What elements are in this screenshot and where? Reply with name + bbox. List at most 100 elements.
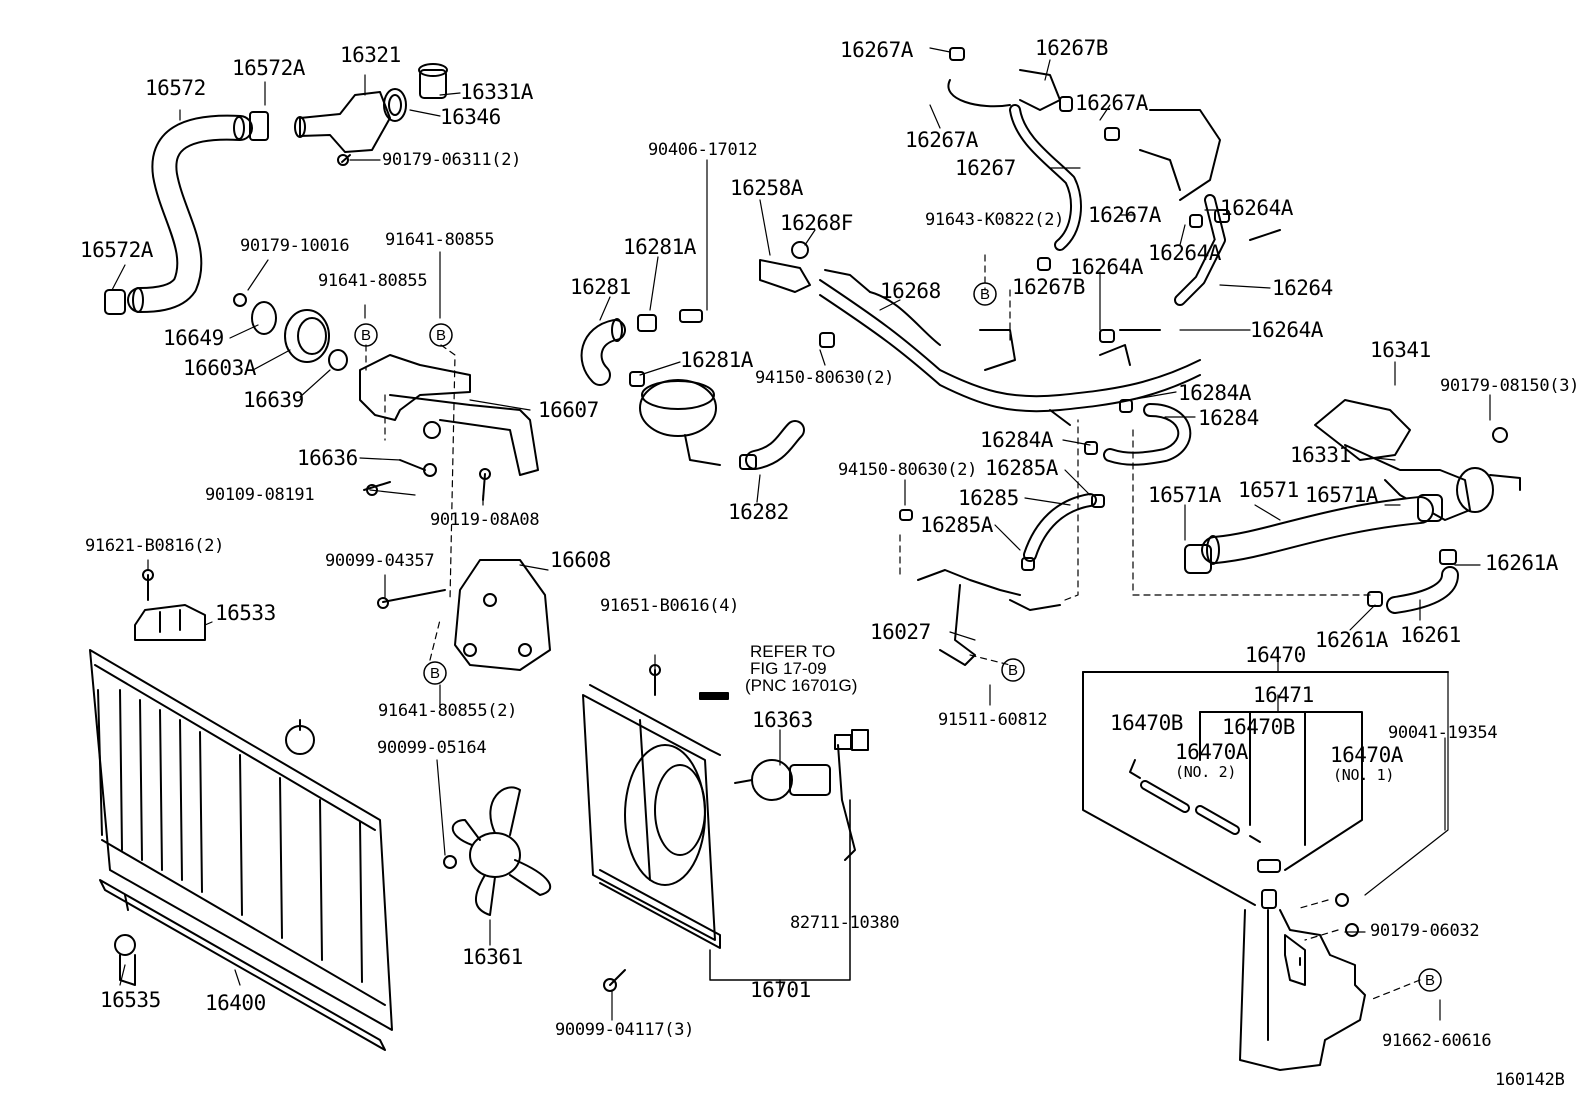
part-label-16267b-1: 16267B [1035, 36, 1108, 60]
part-label-90179-06311: 90179-06311(2) [382, 150, 522, 170]
bolt-marker-letters: B B B B B B [361, 286, 1435, 989]
part-label-16267: 16267 [955, 156, 1016, 180]
reservoir-dashed-leaders [1299, 899, 1421, 1001]
part-label-94150-80630: 94150-80630(2) [755, 368, 895, 388]
part-label-16571a-2: 16571A [1305, 483, 1378, 507]
part-label-16261a-2: 16261A [1315, 628, 1388, 652]
part-label-no2: (NO. 2) [1175, 763, 1237, 781]
part-label-90041-19354: 90041-19354 [1388, 723, 1498, 743]
part-label-90109-08191: 90109-08191 [205, 485, 315, 505]
part-label-16470: 16470 [1245, 643, 1306, 667]
part-label-16258a: 16258A [730, 176, 803, 200]
part-label-16607: 16607 [538, 398, 599, 422]
reference-note-line2: FIG 17-09 [750, 659, 827, 678]
bolt-marker-letter: B [1008, 662, 1018, 679]
part-label-16264: 16264 [1272, 276, 1333, 300]
label-leaders [111, 47, 1491, 1021]
part-label-16285: 16285 [958, 486, 1019, 510]
part-label-16603a: 16603A [183, 356, 256, 380]
part-label-90119-08a08: 90119-08A08 [430, 510, 540, 530]
part-label-90099-05164: 90099-05164 [377, 738, 487, 758]
part-label-16346: 16346 [440, 105, 501, 129]
part-label-16261: 16261 [1400, 623, 1461, 647]
part-label-16321: 16321 [340, 43, 401, 67]
part-label-94150-80630-b: 94150-80630(2) [838, 460, 978, 480]
part-label-16470b-2: 16470B [1222, 715, 1295, 739]
part-label-90099-04117: 90099-04117(3) [555, 1020, 695, 1040]
part-label-16701: 16701 [750, 978, 811, 1002]
part-label-16535: 16535 [100, 988, 161, 1012]
coolant-reservoir [1082, 671, 1449, 1071]
part-label-16284a-1: 16284A [1178, 381, 1251, 405]
part-label-16331a: 16331A [460, 80, 533, 104]
part-label-16649: 16649 [163, 326, 224, 350]
lower-radiator-hose [1184, 494, 1459, 614]
part-label-16608: 16608 [550, 548, 611, 572]
part-label-16264a-4: 16264A [1250, 318, 1323, 342]
part-label-16267a-1: 16267A [840, 38, 913, 62]
bolt-marker-letter: B [361, 327, 371, 344]
upper-radiator-hose [104, 111, 269, 315]
part-label-16261a-1: 16261A [1485, 551, 1558, 575]
part-label-16281a-mid: 16281A [680, 348, 753, 372]
bracket-lines-16701 [709, 799, 851, 991]
part-label-16267a-4: 16267A [1088, 203, 1161, 227]
part-label-16361: 16361 [462, 945, 523, 969]
bolt-markers [354, 282, 1442, 992]
part-label-16267a-2: 16267A [1075, 91, 1148, 115]
part-label-16341: 16341 [1370, 338, 1431, 362]
small-hoses [899, 399, 1192, 666]
part-label-16285a-2: 16285A [920, 513, 993, 537]
part-label-91641-80855-2: 91641-80855(2) [378, 701, 518, 721]
part-label-91651-b0616: 91651-B0616(4) [600, 596, 740, 616]
radiator [89, 649, 393, 1051]
part-label-16268: 16268 [880, 279, 941, 303]
reference-note-line1: REFER TO [750, 642, 836, 661]
part-label-16572a: 16572A [232, 56, 305, 80]
part-label-16264a-1: 16264A [1220, 196, 1293, 220]
part-label-16572a-left: 16572A [80, 238, 153, 262]
cooling-fan [443, 786, 552, 916]
heater-hoses-middle [580, 309, 805, 470]
part-label-91621-b0816: 91621-B0816(2) [85, 536, 225, 556]
part-label-16533: 16533 [215, 601, 276, 625]
diagram-id: 160142B [1495, 1070, 1565, 1090]
part-label-16571a-1: 16571A [1148, 483, 1221, 507]
part-label-16571: 16571 [1238, 478, 1299, 502]
water-outlet [294, 63, 448, 166]
part-label-16284a-2: 16284A [980, 428, 1053, 452]
bolt-marker-letter: B [1425, 972, 1435, 989]
part-label-16264a-2: 16264A [1148, 241, 1221, 265]
part-label-91643-k0822: 91643-K0822(2) [925, 210, 1065, 230]
part-label-91641-80855: 91641-80855 [385, 230, 495, 250]
part-label-16268f: 16268F [780, 211, 853, 235]
heater-hose-16267 [947, 47, 1281, 343]
part-label-16363: 16363 [752, 708, 813, 732]
mounting-hardware-left [134, 559, 551, 671]
part-label-16331: 16331 [1290, 443, 1351, 467]
part-label-16400: 16400 [205, 991, 266, 1015]
part-label-16285a-1: 16285A [985, 456, 1058, 480]
part-label-16281a: 16281A [623, 235, 696, 259]
part-label-16281: 16281 [570, 275, 631, 299]
bolt-marker-letter: B [980, 286, 990, 303]
part-label-91662-60616: 91662-60616 [1382, 1031, 1492, 1051]
part-label-16027: 16027 [870, 620, 931, 644]
leader-lines-left [365, 344, 456, 661]
part-label-90179-10016: 90179-10016 [240, 236, 350, 256]
part-label-91641-80855-b: 91641-80855 [318, 271, 428, 291]
part-label-90179-06032: 90179-06032 [1370, 921, 1480, 941]
bolt-marker-letter: B [430, 665, 440, 682]
bolt-marker-letter: B [436, 327, 446, 344]
reference-note-line3: (PNC 16701G) [745, 676, 858, 695]
fan-shroud [582, 664, 869, 992]
part-label-16267b-2: 16267B [1012, 275, 1085, 299]
part-label-16284: 16284 [1198, 406, 1259, 430]
part-label-91511-60812: 91511-60812 [938, 710, 1048, 730]
part-label-82711-10380: 82711-10380 [790, 913, 900, 933]
engine-bracket [233, 293, 539, 501]
part-label-16470b-1: 16470B [1110, 711, 1183, 735]
part-label-16470a-no1: 16470A [1330, 743, 1403, 767]
part-label-no1: (NO. 1) [1333, 766, 1395, 784]
